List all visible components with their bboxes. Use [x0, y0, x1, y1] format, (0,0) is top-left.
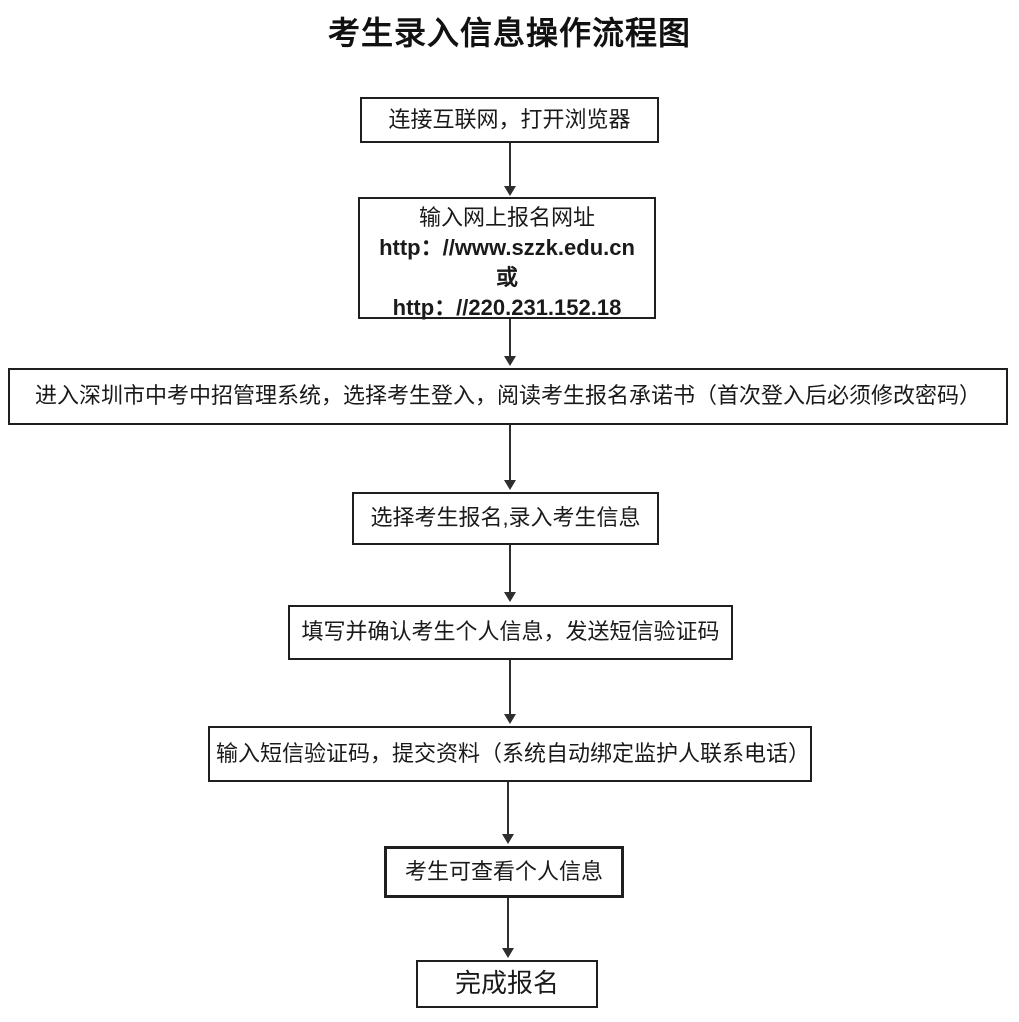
- flow-step-label: 填写并确认考生个人信息，发送短信验证码: [301, 619, 720, 645]
- flowchart-title: 考生录入信息操作流程图: [327, 15, 691, 51]
- flow-step-label: 输入网上报名网址: [418, 205, 595, 230]
- flow-arrow-down: [504, 319, 516, 366]
- flow-step-label: 连接互联网，打开浏览器: [388, 106, 631, 132]
- flow-step-label: 选择考生报名,录入考生信息: [370, 505, 641, 531]
- flow-step-label: 进入深圳市中考中招管理系统，选择考生登入，阅读考生报名承诺书（首次登入后必须修改…: [34, 383, 981, 409]
- flow-arrow-down: [502, 782, 514, 844]
- flow-arrow-down: [502, 898, 514, 958]
- flow-step-label: 输入短信验证码，提交资料（系统自动绑定监护人联系电话）: [216, 740, 811, 766]
- flow-step-label: 完成报名: [454, 968, 559, 999]
- flow-arrow-down: [504, 545, 516, 602]
- flow-arrow-down: [504, 425, 516, 490]
- flow-step-login-system: 进入深圳市中考中招管理系统，选择考生登入，阅读考生报名承诺书（首次登入后必须修改…: [8, 368, 1008, 425]
- flow-step-submit-verification: 输入短信验证码，提交资料（系统自动绑定监护人联系电话）: [208, 726, 812, 782]
- registration-url-secondary: http：//220.231.152.18: [392, 295, 622, 320]
- flow-step-fill-confirm-info: 填写并确认考生个人信息，发送短信验证码: [288, 605, 733, 660]
- flow-step-view-personal-info: 考生可查看个人信息: [384, 846, 624, 898]
- flow-step-connect-internet: 连接互联网，打开浏览器: [360, 97, 659, 143]
- flow-step-select-registration: 选择考生报名,录入考生信息: [352, 492, 659, 545]
- flow-step-enter-url: 输入网上报名网址 http：//www.szzk.edu.cn 或 http：/…: [358, 197, 656, 320]
- flow-arrow-down: [504, 660, 516, 724]
- flow-step-label: 考生可查看个人信息: [404, 858, 603, 884]
- flow-arrow-down: [504, 143, 516, 196]
- registration-url-primary: http：//www.szzk.edu.cn 或: [379, 235, 635, 290]
- flow-step-complete-registration: 完成报名: [416, 960, 598, 1008]
